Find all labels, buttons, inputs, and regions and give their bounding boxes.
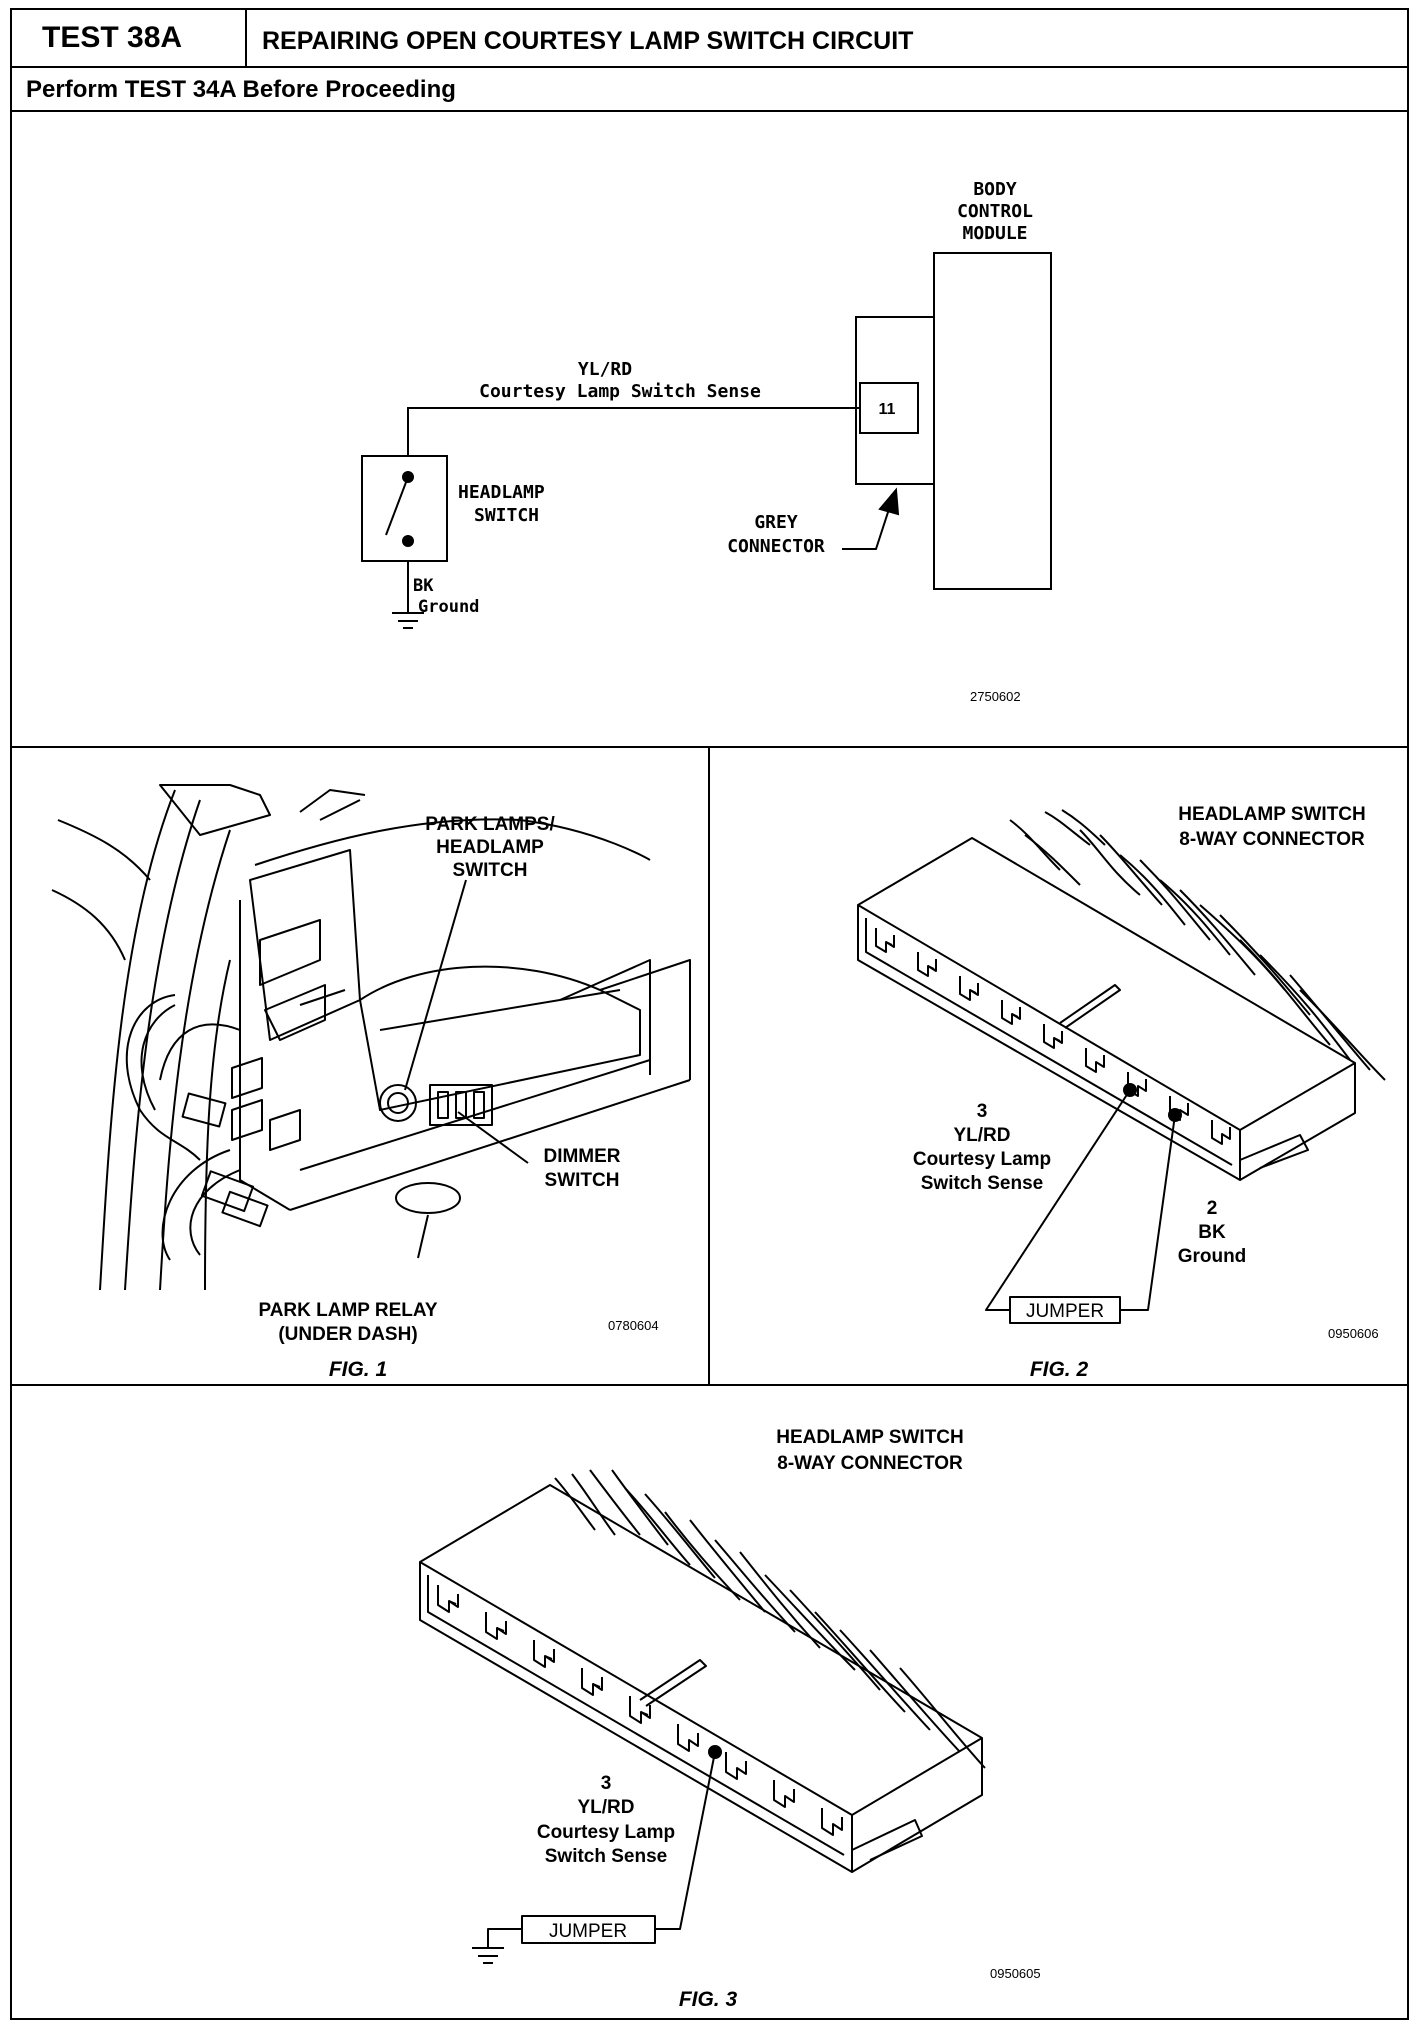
fig2-pin3-function-2: Switch Sense bbox=[921, 1173, 1044, 1194]
fig2-jumper-label: JUMPER bbox=[1026, 1301, 1104, 1322]
header-row: TEST 38A REPAIRING OPEN COURTESY LAMP SW… bbox=[12, 10, 1407, 68]
test-id: TEST 38A bbox=[12, 10, 247, 66]
dimmer-switch-leader bbox=[457, 1111, 529, 1164]
fig3-labels: HEADLAMP SWITCH 8-WAY CONNECTOR 3 YL/RD … bbox=[537, 1427, 1041, 2011]
wire-function-label: Courtesy Lamp Switch Sense bbox=[479, 381, 761, 402]
connector-label-2: CONNECTOR bbox=[727, 536, 825, 557]
fig3-pin3-function-1: Courtesy Lamp bbox=[537, 1822, 675, 1843]
fig1-leaders bbox=[404, 879, 529, 1259]
relay-leader bbox=[417, 1214, 429, 1259]
pin-number: 11 bbox=[879, 401, 896, 418]
switch-blade bbox=[385, 476, 409, 536]
courtesy-wire bbox=[407, 407, 860, 456]
fig3-jumper-wire bbox=[655, 1751, 716, 1930]
fig2-jumper-box bbox=[1009, 1296, 1121, 1324]
connector-label-1: GREY bbox=[754, 512, 798, 533]
fig2-jumper-wire-a bbox=[985, 1089, 1131, 1311]
body-control-module bbox=[933, 252, 1052, 590]
fig2-pin3-number: 3 bbox=[977, 1101, 988, 1122]
schematic-image-code: 2750602 bbox=[970, 689, 1021, 704]
module-label-2: CONTROL bbox=[957, 201, 1033, 222]
test-title: REPAIRING OPEN COURTESY LAMP SWITCH CIRC… bbox=[262, 27, 914, 55]
park-lamps-label-1: PARK LAMPS/ bbox=[425, 814, 555, 835]
headlamp-switch-leader bbox=[404, 879, 467, 1091]
switch-label-2: SWITCH bbox=[474, 505, 539, 526]
headlamp-switch-box bbox=[361, 455, 448, 562]
fig2-pin2-label: Ground bbox=[1178, 1246, 1247, 1267]
fig3-pin3-color: YL/RD bbox=[578, 1797, 635, 1818]
park-lamps-label-2: HEADLAMP bbox=[436, 837, 544, 858]
fig2-jumper-wire-b bbox=[1120, 1114, 1176, 1311]
prerequisite-note: Perform TEST 34A Before Proceeding bbox=[26, 76, 456, 103]
fig2-caption: FIG. 2 bbox=[1030, 1358, 1089, 1381]
ground-color-label: BK bbox=[413, 576, 434, 596]
fig2-title-1: HEADLAMP SWITCH bbox=[1178, 804, 1366, 825]
fig3-jumper-label: JUMPER bbox=[549, 1921, 627, 1942]
connector-arrow bbox=[878, 487, 900, 516]
fig3-title-2: 8-WAY CONNECTOR bbox=[777, 1453, 963, 1474]
ground-label: Ground bbox=[418, 597, 479, 617]
fig2-pin2-color: BK bbox=[1198, 1222, 1226, 1243]
module-label-1: BODY bbox=[973, 179, 1017, 200]
switch-label-1: HEADLAMP bbox=[458, 482, 545, 503]
fig2-connector-face bbox=[857, 905, 1241, 1181]
fig3-pin3-function-2: Switch Sense bbox=[545, 1846, 668, 1867]
dimmer-label-1: DIMMER bbox=[543, 1146, 620, 1167]
relay-label-2: (UNDER DASH) bbox=[278, 1324, 417, 1345]
fig1-labels: PARK LAMPS/ HEADLAMP SWITCH DIMMER SWITC… bbox=[258, 814, 658, 1381]
wiring-schematic bbox=[361, 252, 1052, 629]
test-sheet: TEST 38A REPAIRING OPEN COURTESY LAMP SW… bbox=[10, 8, 1409, 2020]
park-lamps-label-3: SWITCH bbox=[453, 860, 528, 881]
module-label-3: MODULE bbox=[962, 223, 1027, 244]
subtitle-row: Perform TEST 34A Before Proceeding bbox=[12, 68, 1407, 112]
fig2-connector bbox=[857, 809, 1386, 1324]
relay-label-1: PARK LAMP RELAY bbox=[258, 1300, 437, 1321]
fig2-image-code: 0950606 bbox=[1328, 1326, 1379, 1341]
switch-contact-bottom bbox=[402, 535, 414, 547]
fig2-title-2: 8-WAY CONNECTOR bbox=[1179, 829, 1365, 850]
fig2-pin3-color: YL/RD bbox=[954, 1125, 1011, 1146]
fig3-connector bbox=[419, 1469, 986, 1964]
fig1-image-code: 0780604 bbox=[608, 1318, 659, 1333]
fig3-connector-face bbox=[419, 1562, 853, 1873]
fig3-caption: FIG. 3 bbox=[679, 1988, 738, 2011]
fig2-pin2-number: 2 bbox=[1207, 1198, 1218, 1219]
fig3-ground-wire bbox=[487, 1928, 522, 1948]
schematic-labels: BODY CONTROL MODULE YL/RD Courtesy Lamp … bbox=[413, 179, 1033, 704]
connector-leader bbox=[842, 505, 891, 550]
fig1-caption: FIG. 1 bbox=[329, 1358, 387, 1381]
fig3-image-code: 0950605 bbox=[990, 1966, 1041, 1981]
wire-color-label: YL/RD bbox=[578, 359, 632, 380]
dimmer-label-2: SWITCH bbox=[545, 1170, 620, 1191]
fig2-pin3-function-1: Courtesy Lamp bbox=[913, 1149, 1051, 1170]
fig1-dash-illustration bbox=[51, 784, 691, 1291]
fig2-labels: HEADLAMP SWITCH 8-WAY CONNECTOR 3 YL/RD … bbox=[913, 804, 1379, 1381]
grey-connector bbox=[855, 316, 935, 485]
fig3-title-1: HEADLAMP SWITCH bbox=[776, 1427, 964, 1448]
fig3-pin3-number: 3 bbox=[601, 1773, 612, 1794]
